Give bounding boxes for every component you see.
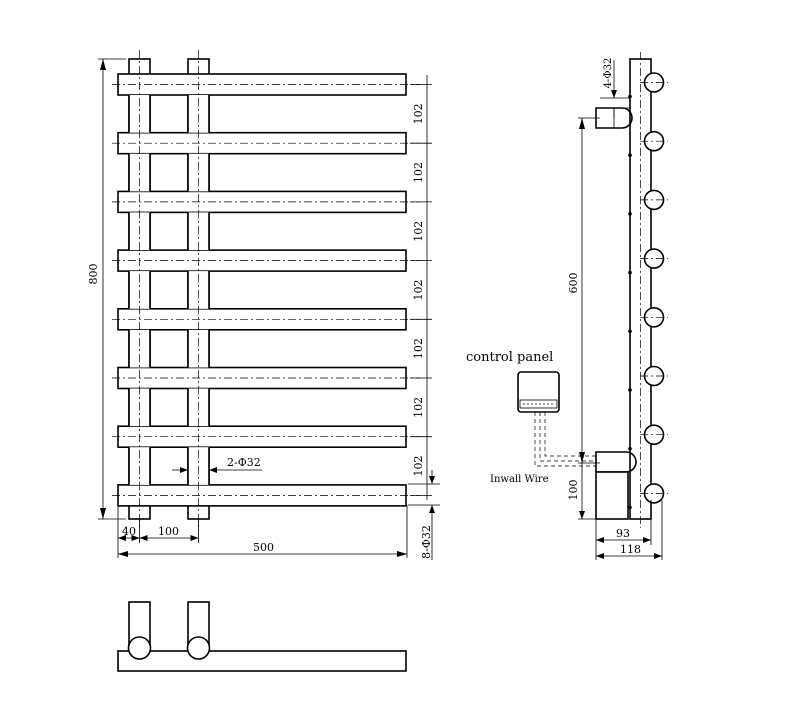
left-offset-label: 40	[122, 525, 136, 538]
bar-end-circles	[628, 72, 668, 510]
wall-fixing-dot	[628, 505, 632, 510]
post-segment	[188, 329, 209, 368]
bar-callout-label: 8-Φ32	[420, 525, 433, 559]
post-segment	[129, 271, 150, 309]
horizontal-bars	[112, 73, 420, 507]
front-view: 800 102 102 102 102 102 102 102 2-Φ32 8-Φ32	[87, 50, 440, 560]
overall-width-label: 500	[253, 541, 274, 554]
post-segment	[129, 95, 150, 133]
wall-fixing-dot	[628, 153, 632, 157]
bottom-view-left-post-section	[127, 636, 152, 660]
bottom-view	[117, 601, 407, 672]
bottom-view-right-post-section	[186, 636, 211, 660]
wall-fixing-dot	[628, 212, 632, 216]
overall-height-label: 800	[87, 264, 100, 285]
post-segment	[188, 95, 209, 133]
side-view: 4-Φ32 600 100	[466, 52, 668, 560]
wall-fixing-dot	[628, 388, 632, 392]
post-segment	[188, 271, 209, 309]
wall-fixing-dot	[628, 94, 632, 99]
spacing-label: 102	[412, 221, 425, 242]
post-callout-label: 2-Φ32	[227, 456, 261, 469]
wall-fixing-dot	[628, 446, 632, 451]
heater-element	[595, 451, 637, 520]
top-callout: 4-Φ32	[600, 58, 630, 118]
spacing-label: 102	[412, 103, 425, 124]
depth-outer-label: 118	[620, 543, 641, 556]
post-segment	[188, 153, 209, 192]
spacing-label: 102	[412, 456, 425, 477]
bottom-dimensions: 40 100 500	[117, 505, 408, 558]
wall-fixing-dot	[628, 329, 632, 334]
vertical-600-label: 600	[567, 273, 580, 294]
post-callout: 2-Φ32	[172, 456, 262, 473]
spacing-dimensions: 102 102 102 102 102 102 102	[410, 75, 432, 500]
top-callout-label: 4-Φ32	[603, 58, 614, 89]
bottom-100-dimension: 100	[567, 463, 596, 520]
depth-inner-label: 93	[616, 527, 630, 540]
spacing-label: 102	[412, 162, 425, 183]
post-segment	[129, 153, 150, 192]
control-panel: control panel	[466, 350, 560, 413]
bar-callout: 8-Φ32	[408, 470, 440, 560]
post-segment	[129, 329, 150, 368]
wall-fixing-dot	[628, 270, 632, 275]
post-spacing-label: 100	[158, 525, 179, 538]
control-panel-label: control panel	[466, 350, 553, 365]
inwall-wire: Inwall Wire	[490, 412, 596, 485]
height-dimension: 800	[87, 58, 126, 520]
spacing-label: 102	[412, 279, 425, 300]
vertical-600-dimension: 600	[567, 117, 600, 464]
depth-dimensions: 93 118	[595, 500, 663, 560]
spacing-label: 102	[412, 338, 425, 359]
bottom-100-label: 100	[567, 480, 580, 501]
inwall-wire-label: Inwall Wire	[490, 474, 549, 485]
bottom-view-bar	[117, 650, 407, 672]
control-panel-box	[517, 371, 560, 413]
spacing-label: 102	[412, 397, 425, 418]
